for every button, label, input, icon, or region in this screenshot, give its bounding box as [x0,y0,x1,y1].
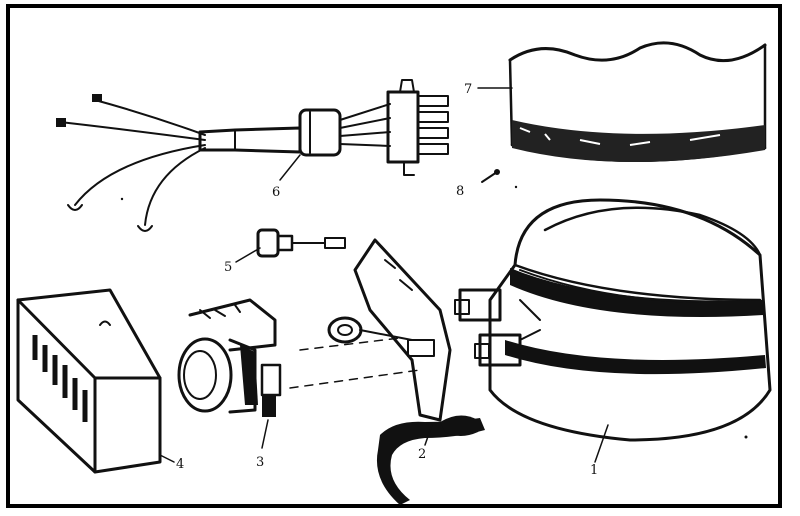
compressor-dome-icon [454,198,772,442]
alignment-lines [289,337,421,389]
diagram-frame [6,4,782,508]
leader-line-4 [159,454,175,463]
wire-harness-icon [56,79,449,232]
callout-4: 4 [176,457,184,472]
relay-icon [177,298,282,417]
leader-line-2 [424,424,433,446]
callout-2: 2 [418,447,426,462]
callout-5: 5 [224,260,232,275]
relay-cover-icon [16,288,162,474]
screw-icon [481,169,500,183]
shell-band-icon [508,41,767,163]
print-specks [120,185,748,439]
callout-8: 8 [456,184,464,199]
callout-3: 3 [256,455,264,470]
leader-line-6 [279,154,301,181]
leader-line-3 [261,419,269,449]
callout-6: 6 [272,185,280,200]
leader-line-5 [235,247,261,263]
callout-7: 7 [464,82,472,97]
leader-line-1 [594,424,609,463]
overload-protector-icon [256,228,346,258]
mounting-bracket-icon [327,238,485,505]
callout-1: 1 [590,463,598,478]
